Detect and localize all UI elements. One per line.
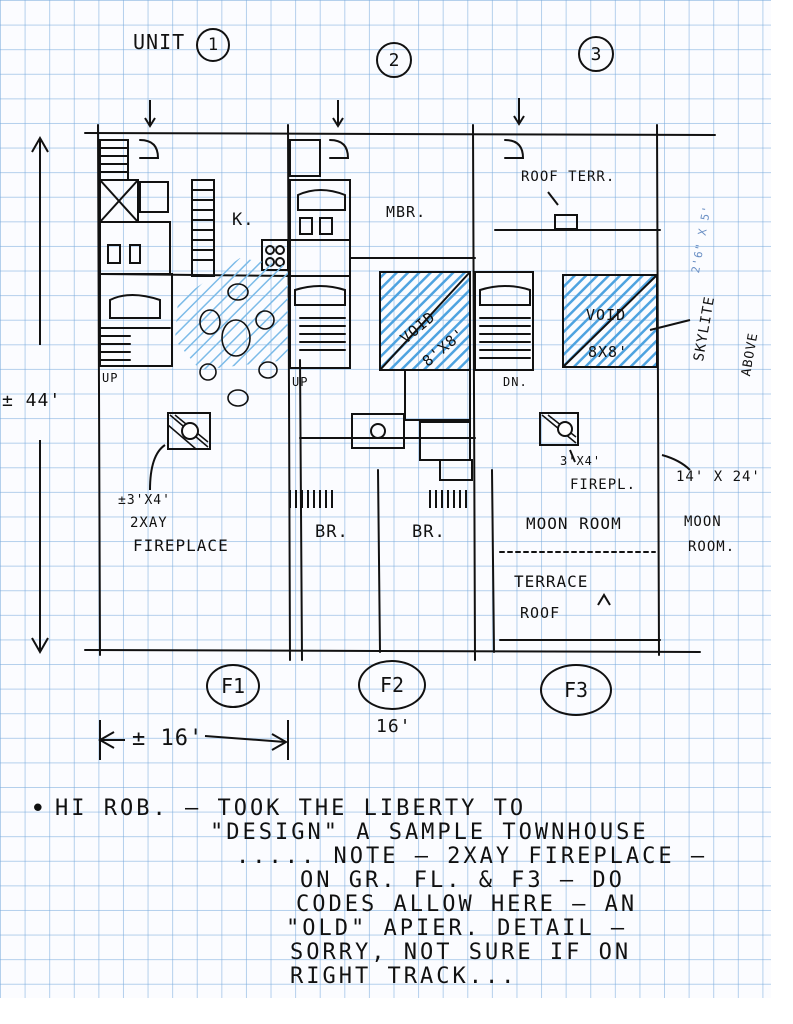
floor-f3-label: F3 [540,664,612,716]
arrow-down-icon [332,117,344,128]
room-mbr-label: MBR. [386,203,427,221]
unit-1-number: 1 [196,28,230,62]
floor-f2-label: F2 [358,660,426,710]
fireplace-2-size: 3'x4' [560,454,602,468]
arrow-right-icon [271,733,289,751]
party-wall-2 [472,124,476,661]
unit-2-number: 2 [376,42,412,78]
fireplace-type: 2XAY [130,515,168,531]
unit-3-number: 3 [578,36,614,72]
moon-room-annotation-2: ROOM. [688,539,736,555]
bottom-wall [84,649,701,653]
arrow-down-icon [31,637,49,655]
fireplace-1-size: ±3'x4' [118,493,171,508]
party-wall-right [656,124,660,656]
arrow-up-icon [31,135,49,153]
note-line-8: RIGHT TRACK... [290,964,518,989]
note-line-7: SORRY, NOT SURE IF ON [290,940,632,965]
stair-up-label-1: UP [102,371,119,385]
bedroom-1-label: BR. [315,522,349,542]
unit-1-label: UNIT [133,30,186,54]
roof-terrace-label: ROOF TERR. [521,169,616,185]
party-wall-1 [287,124,291,661]
fireplace-icon [167,412,211,450]
note-line-1: Hi ROB. — TOOK THE LIBERTY TO [55,796,527,821]
fireplace-icon [539,412,579,446]
width-dimension-f1: ± 16' [132,726,204,751]
bedroom-2-label: BR. [412,522,446,542]
arrow-down-icon [144,117,156,128]
terrace-label: TERRACE [514,572,589,591]
width-dimension-f2: 16' [376,716,412,737]
void-2-size: 8x8' [588,343,629,361]
note-line-5: CODES ALLOW HERE — AN [296,892,638,917]
note-line-4: ON GR. FL. & F3 — DO [300,868,625,893]
floor-f1-label: F1 [206,664,260,708]
moon-room-dimension: 14' x 24' [676,469,761,485]
note-line-2: "DESIGN" A SAMPLE TOWNHOUSE [210,820,649,845]
moon-room-label: MOON ROOM [526,514,622,533]
top-wall [84,132,716,136]
room-kitchen-label: K. [232,210,255,230]
note-line-6: "OLD" APIER. DETAIL — [286,916,628,941]
arrow-down-icon [513,115,525,126]
void-2-label: VOID [586,306,627,324]
open-living-area-unit-1 [175,258,288,370]
moon-room-annotation-1: MOON [684,514,722,530]
fireplace-1-label: FIREPLACE [133,536,229,555]
note-line-3: ..... NOTE — 2XAY FIREPLACE — [236,844,708,869]
roof-label: ROOF [520,604,561,622]
stair-down-label: DN. [503,375,528,389]
note-bullet: • [30,794,49,824]
fireplace-2-label: FIREPL. [570,477,637,493]
stair-up-label-2: UP [292,375,309,389]
party-wall-left [97,124,101,656]
height-dimension: ± 44' [2,390,62,411]
